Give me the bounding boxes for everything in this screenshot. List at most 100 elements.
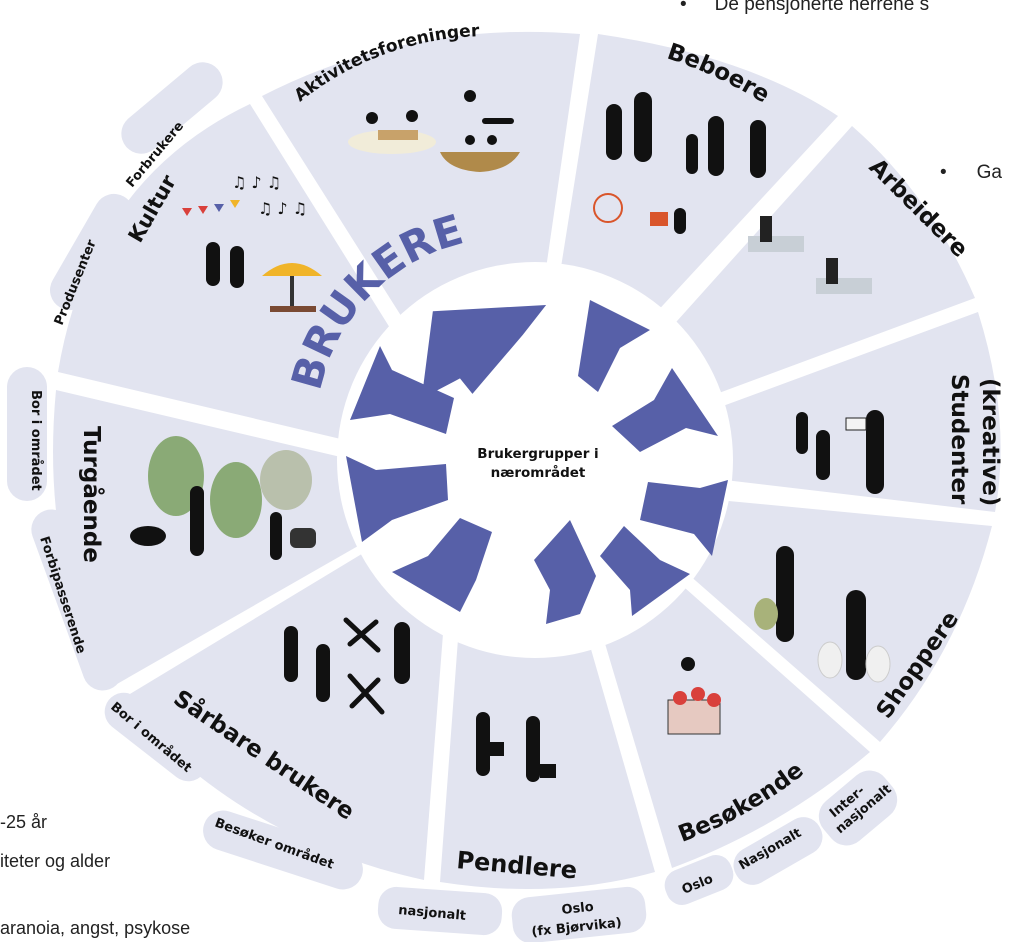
illustration-sarbare: [284, 617, 410, 715]
person-figure: [316, 644, 330, 702]
segment-beboere: [555, 34, 838, 330]
tree: [210, 462, 262, 538]
label-turgaende: Turgående: [78, 426, 105, 563]
tab-bor-left: Bor i området: [28, 390, 43, 491]
person-figure: [284, 626, 298, 682]
stroller: [290, 528, 316, 548]
student-figure: [816, 430, 830, 480]
walker-figure: [190, 486, 204, 556]
bullet-text-top: •De pensjonerte herrene s: [680, 0, 929, 16]
child-figure: [674, 208, 686, 234]
commuter-figure: [476, 712, 490, 776]
shopping-bag: [865, 645, 891, 683]
tab-oslo-pendlere-bg: [511, 886, 647, 942]
briefcase: [488, 742, 504, 756]
tab-internasjonalt-bg: [818, 770, 898, 846]
illustration-shoppere: [754, 546, 891, 683]
arrow-aktivitetsforeninger: [421, 305, 547, 399]
arrow-shoppere: [600, 526, 690, 616]
shopper-figure: [776, 546, 794, 642]
toy-bucket: [650, 212, 668, 226]
resident-figure: [606, 104, 622, 160]
tab-forbrukere-bg: [121, 62, 223, 154]
illustration-beboere: [593, 92, 766, 234]
parasol-pole: [290, 276, 294, 308]
text-age: -25 år: [0, 812, 48, 832]
desk: [748, 236, 804, 252]
flower: [673, 691, 687, 705]
briefcase: [540, 764, 556, 778]
bullet-right-label: Ga: [976, 162, 1003, 183]
jump-rope: [593, 193, 623, 223]
skater-figure: [464, 90, 476, 102]
segment-aktivitetsforeninger: [262, 31, 580, 331]
segments: [53, 31, 1001, 890]
bullet-dot: •: [940, 162, 947, 183]
resident-figure: [750, 120, 766, 178]
arrow-sarbare: [392, 518, 492, 612]
tab-produsenter-bg: [50, 193, 134, 311]
music-notes: ♫ ♪ ♫: [232, 173, 281, 192]
bullet-top-label: De pensjonerte herrene s: [714, 0, 930, 15]
illustration-arbeidere: [748, 216, 872, 294]
shopping-bag: [817, 641, 843, 679]
tab-besoker-bg: [203, 810, 363, 890]
segment-studenter: [712, 312, 1001, 512]
tab-oslo-besokende-bg: [664, 855, 734, 905]
arrow-kultur: [350, 346, 454, 434]
arrow-turgaende: [346, 456, 448, 542]
tab-bor-left-bg: [7, 367, 47, 501]
tab-bor-sarbare-bg: [104, 692, 208, 782]
label-studenter-line2: Studenter: [946, 374, 972, 505]
visitor-figure: [230, 246, 244, 288]
segment-shoppere: [688, 500, 992, 742]
table: [270, 306, 316, 312]
visitor-head: [681, 657, 695, 671]
cross-mark: [343, 617, 381, 653]
flower: [691, 687, 705, 701]
arrow-beboere: [578, 300, 650, 392]
text-bottom: aranoia, angst, psykose: [0, 918, 191, 938]
walker-figure: [270, 512, 282, 560]
bunting-flag: [214, 204, 224, 212]
cross-mark: [347, 673, 385, 715]
illustration-aktivitetsforeninger: [348, 90, 520, 172]
kid-figure: [406, 110, 418, 122]
illustration-studenter: [796, 410, 884, 494]
resident-figure: [634, 92, 652, 162]
resident-figure: [686, 134, 698, 174]
dog-figure: [130, 526, 166, 546]
text-activities: iteter og alder: [0, 851, 111, 871]
center-arrows: [346, 300, 728, 624]
arrow-arbeidere: [612, 368, 718, 452]
center-label-line1: Brukergrupper i: [477, 446, 598, 462]
tab-forbipasserende-bg: [31, 509, 123, 691]
tab-oslo-line1: Oslo: [561, 900, 595, 918]
flower: [707, 693, 721, 707]
center-label-line2: nærområdet: [491, 464, 586, 481]
label-studenter-line1: (kreative): [977, 378, 1003, 506]
bunting-flag: [230, 200, 240, 208]
segment-kultur: [58, 104, 395, 440]
graduate-figure: [866, 410, 884, 494]
tab-nasjonalt-pendlere: nasjonalt: [398, 903, 467, 924]
skateboard: [482, 118, 514, 124]
segment-besokende: [592, 580, 870, 868]
book: [845, 417, 867, 431]
sub-tabs: [7, 62, 898, 942]
tab-nasjonalt-pendlere-bg: [377, 886, 503, 936]
rower-figure: [487, 135, 497, 145]
commuter-figure: [526, 716, 540, 782]
monitor: [826, 258, 838, 284]
bullet-text-right: • Ga: [940, 162, 1002, 184]
bunting-flag: [198, 206, 208, 214]
sandbox: [378, 130, 418, 140]
visitor-figure: [206, 242, 220, 286]
monitor: [760, 216, 772, 242]
rowing-boat: [440, 152, 520, 172]
person-figure: [394, 622, 410, 684]
tab-nasjonalt-besokende-bg: [733, 817, 823, 885]
arrow-studenter: [640, 480, 728, 556]
resident-figure: [708, 116, 724, 176]
